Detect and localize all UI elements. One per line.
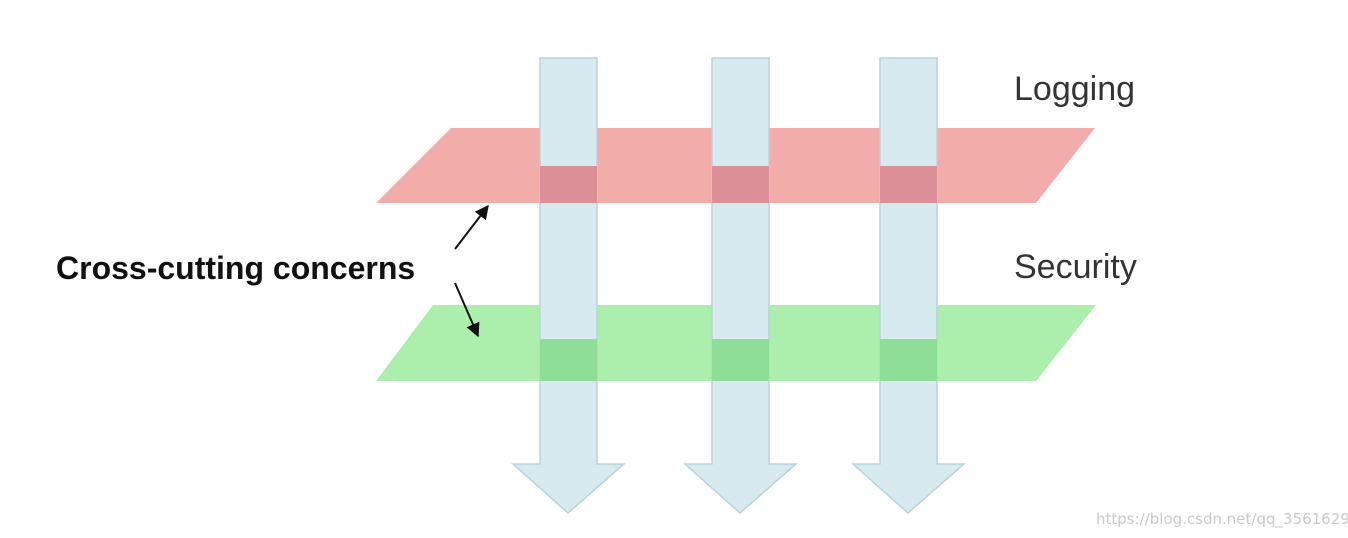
security-overlap <box>880 339 937 381</box>
logging-label: Logging <box>1014 70 1135 108</box>
security-overlaps <box>540 339 937 381</box>
logging-overlaps <box>540 166 937 203</box>
security-overlap <box>712 339 769 381</box>
flow-arrow <box>851 57 966 515</box>
pointer-arrow-to-logging <box>454 204 489 250</box>
watermark-url: https://blog.csdn.net/qq_35616296 <box>1096 510 1348 529</box>
logging-overlap <box>712 166 769 203</box>
security-label: Security <box>1014 248 1137 286</box>
logging-overlap <box>880 166 937 203</box>
flow-arrows <box>511 57 966 515</box>
security-overlap <box>540 339 597 381</box>
logging-overlap <box>540 166 597 203</box>
flow-arrow <box>683 57 798 515</box>
flow-arrow <box>511 57 626 515</box>
cross-cutting-concerns-label: Cross-cutting concerns <box>56 250 415 286</box>
pointer-arrow-to-security <box>454 282 480 338</box>
